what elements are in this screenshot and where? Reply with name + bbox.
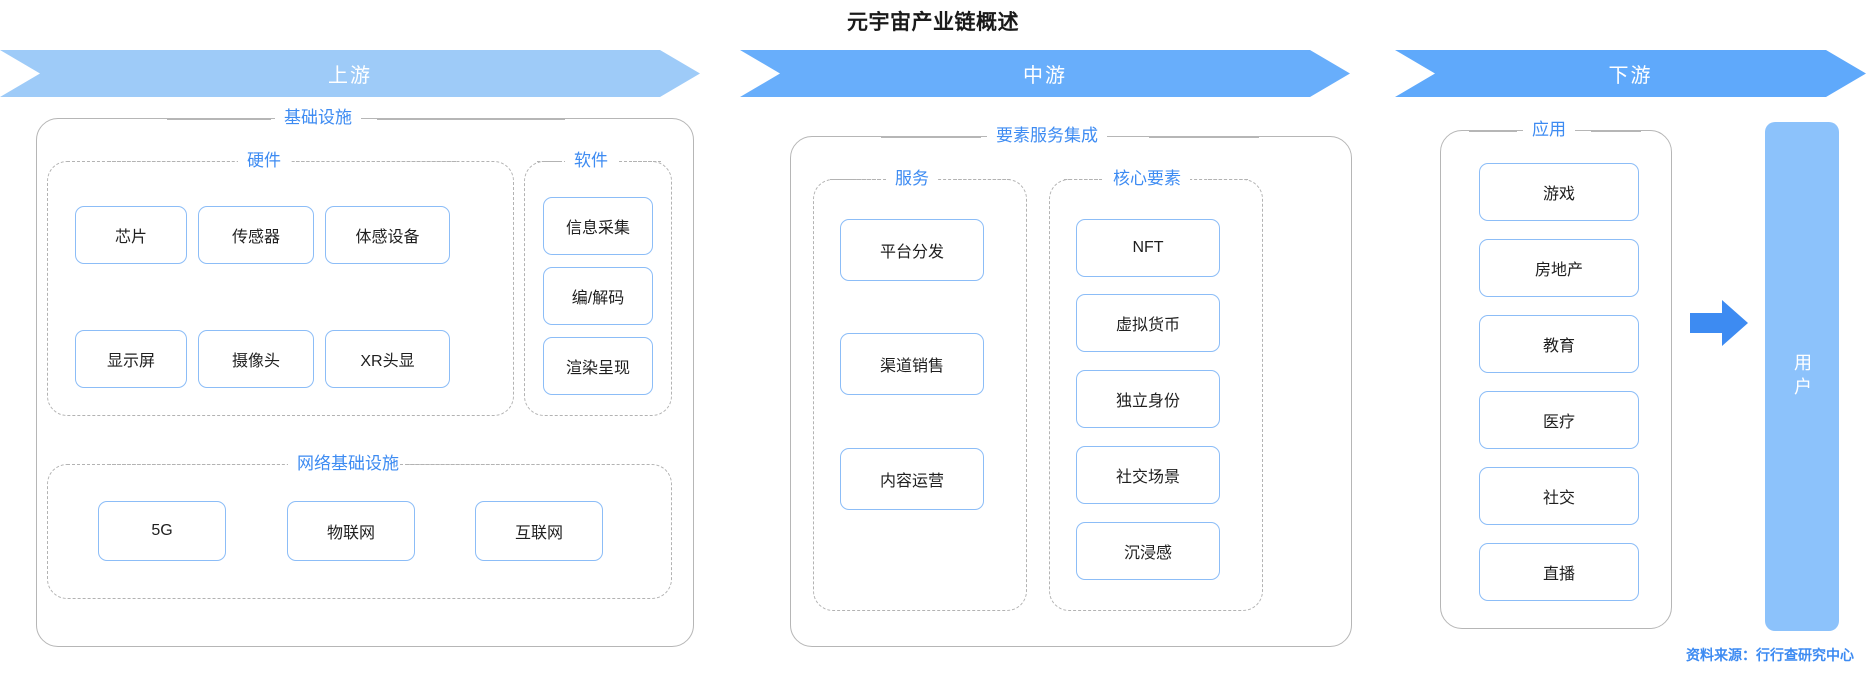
item-application-0[interactable]: 游戏 <box>1479 163 1639 221</box>
group-software: 软件 信息采集 编/解码 渲染呈现 <box>524 150 672 416</box>
arrow-right-icon <box>1690 298 1750 348</box>
group-applications-rule-right <box>1591 130 1641 132</box>
stage-label-midstream: 中游 <box>1023 65 1067 87</box>
user-panel-label: 用户 <box>1792 352 1812 401</box>
item-application-1[interactable]: 房地产 <box>1479 239 1639 297</box>
item-hardware-3[interactable]: 显示屏 <box>75 330 187 388</box>
item-network-1[interactable]: 物联网 <box>287 501 415 561</box>
group-infrastructure: 基础设施 硬件 芯片 传感器 体感设备 显示屏 摄像头 XR头显 软件 信息采集… <box>36 107 694 647</box>
group-applications-rule-left <box>1469 130 1517 132</box>
group-core-elements: 核心要素 NFT 虚拟货币 独立身份 社交场景 沉浸感 <box>1049 168 1263 611</box>
stage-label-upstream: 上游 <box>328 65 372 87</box>
item-software-0[interactable]: 信息采集 <box>543 197 653 255</box>
group-infrastructure-label: 基础设施 <box>275 107 361 129</box>
item-network-0[interactable]: 5G <box>98 501 226 561</box>
item-hardware-0[interactable]: 芯片 <box>75 206 187 264</box>
stage-band: 上游 中游 下游 <box>0 50 1866 97</box>
group-applications-label: 应用 <box>1523 119 1575 141</box>
item-hardware-2[interactable]: 体感设备 <box>325 206 450 264</box>
item-hardware-4[interactable]: 摄像头 <box>198 330 314 388</box>
group-core-rule-right <box>1208 179 1248 180</box>
group-infrastructure-rule-right <box>377 118 565 120</box>
item-application-3[interactable]: 医疗 <box>1479 391 1639 449</box>
item-core-2[interactable]: 独立身份 <box>1076 370 1220 428</box>
group-network-infrastructure: 网络基础设施 5G 物联网 互联网 <box>47 453 672 599</box>
group-software-rule-right <box>633 161 661 162</box>
group-network-rule-left <box>108 464 280 465</box>
stage-label-downstream: 下游 <box>1608 65 1653 87</box>
item-service-0[interactable]: 平台分发 <box>840 219 984 281</box>
group-network-infrastructure-label: 网络基础设施 <box>288 453 408 475</box>
group-hardware-label: 硬件 <box>238 150 290 172</box>
item-network-2[interactable]: 互联网 <box>475 501 603 561</box>
group-services-label: 服务 <box>886 168 938 190</box>
group-esi-rule-left <box>881 136 981 138</box>
stage-chevron-downstream[interactable]: 下游 <box>1395 50 1866 97</box>
source-note: 资料来源：行行查研究中心 <box>1686 647 1854 663</box>
group-network-rule-right <box>400 464 610 465</box>
group-hardware: 硬件 芯片 传感器 体感设备 显示屏 摄像头 XR头显 <box>47 150 514 416</box>
group-core-rule-left <box>1064 179 1098 180</box>
group-software-label: 软件 <box>565 150 617 172</box>
group-services: 服务 平台分发 渠道销售 内容运营 <box>813 168 1027 611</box>
item-core-1[interactable]: 虚拟货币 <box>1076 294 1220 352</box>
stage-chevron-upstream[interactable]: 上游 <box>0 50 700 97</box>
stage-chevron-midstream[interactable]: 中游 <box>740 50 1350 97</box>
group-services-rule-right <box>954 179 1010 180</box>
group-services-rule-left <box>830 179 880 180</box>
item-service-1[interactable]: 渠道销售 <box>840 333 984 395</box>
group-esi-rule-right <box>1149 136 1259 138</box>
item-application-2[interactable]: 教育 <box>1479 315 1639 373</box>
group-applications: 应用 游戏 房地产 教育 医疗 社交 直播 <box>1440 119 1672 629</box>
group-core-elements-label: 核心要素 <box>1104 168 1190 190</box>
group-software-rule-left <box>537 161 559 162</box>
group-element-service-integration: 要素服务集成 服务 平台分发 渠道销售 内容运营 核心要素 NFT 虚拟货币 独… <box>790 125 1352 647</box>
item-application-5[interactable]: 直播 <box>1479 543 1639 601</box>
group-hardware-rule-right <box>296 161 456 162</box>
item-core-0[interactable]: NFT <box>1076 219 1220 277</box>
item-core-3[interactable]: 社交场景 <box>1076 446 1220 504</box>
item-hardware-5[interactable]: XR头显 <box>325 330 450 388</box>
item-service-2[interactable]: 内容运营 <box>840 448 984 510</box>
item-software-2[interactable]: 渲染呈现 <box>543 337 653 395</box>
item-software-1[interactable]: 编/解码 <box>543 267 653 325</box>
user-panel[interactable]: 用户 <box>1765 122 1839 631</box>
item-application-4[interactable]: 社交 <box>1479 467 1639 525</box>
group-infrastructure-rule-left <box>167 118 271 120</box>
item-hardware-1[interactable]: 传感器 <box>198 206 314 264</box>
item-core-4[interactable]: 沉浸感 <box>1076 522 1220 580</box>
page-title: 元宇宙产业链概述 <box>847 11 1019 34</box>
group-hardware-rule-left <box>108 161 230 162</box>
group-element-service-integration-label: 要素服务集成 <box>987 125 1107 147</box>
